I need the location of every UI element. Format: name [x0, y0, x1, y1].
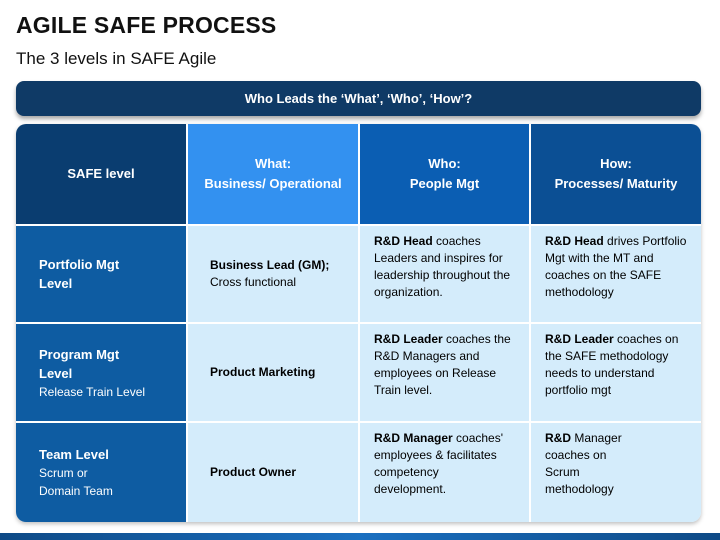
- row-header-title: Portfolio Mgt Level: [39, 257, 120, 291]
- row-header-subtitle: Release Train Level: [39, 384, 146, 399]
- cell-bold-text: R&D: [545, 431, 571, 445]
- cell-bold-text: R&D Head: [545, 234, 604, 248]
- cell-bold-text: Product Owner: [210, 465, 297, 479]
- banner-text: Who Leads the ‘What’, ‘Who’, ‘How’?: [244, 91, 473, 106]
- cell-what-team: Product Owner: [188, 423, 358, 522]
- cell-text: coaches the R&D Managers and employees o…: [374, 332, 511, 397]
- cell-what-program: Product Marketing: [188, 324, 358, 421]
- column-header-how: How: Processes/ Maturity: [531, 124, 701, 224]
- row-header-title: Program Mgt Level: [39, 346, 120, 381]
- column-header-line2: Business/ Operational: [204, 176, 342, 191]
- cell-how-program: R&D Leader coaches on the SAFE methodolo…: [531, 324, 701, 421]
- cell-who-team: R&D Manager coaches' employees & facilit…: [360, 423, 529, 522]
- row-header-program: Program Mgt Level Release Train Level: [16, 324, 186, 421]
- cell-how-portfolio: R&D Head drives Portfolio Mgt with the M…: [531, 226, 701, 322]
- row-header-team: Team Level Scrum or Domain Team: [16, 423, 186, 522]
- cell-text: drives Portfolio Mgt with the MT and coa…: [545, 234, 687, 299]
- slide-subtitle: The 3 levels in SAFE Agile: [16, 49, 217, 68]
- row-header-title: Team Level: [39, 447, 109, 462]
- cell-who-program: R&D Leader coaches the R&D Managers and …: [360, 324, 529, 421]
- column-header-line1: SAFE level: [67, 166, 135, 181]
- row-header-portfolio: Portfolio Mgt Level: [16, 226, 186, 322]
- safe-levels-table: SAFE level What: Business/ Operational W…: [16, 124, 701, 522]
- cell-text: Cross functional: [210, 275, 297, 289]
- column-header-who: Who: People Mgt: [360, 124, 529, 224]
- footer-bar: [0, 533, 720, 540]
- cell-bold-text: R&D Manager: [374, 431, 453, 445]
- question-banner: Who Leads the ‘What’, ‘Who’, ‘How’?: [16, 81, 701, 116]
- column-header-line1: Who:: [428, 156, 461, 171]
- cell-bold-text: Business Lead (GM);: [210, 258, 330, 272]
- cell-how-team: R&D Manager coaches on Scrum methodology: [531, 423, 701, 522]
- cell-text: Manager coaches on Scrum methodology: [545, 431, 622, 496]
- column-header-safe-level: SAFE level: [16, 124, 186, 224]
- column-header-line1: What:: [254, 156, 292, 171]
- row-header-subtitle: Scrum or Domain Team: [39, 466, 113, 498]
- column-header-line2: Processes/ Maturity: [554, 176, 678, 191]
- cell-text: coaches' employees & facilitates compete…: [374, 431, 504, 496]
- column-header-what: What: Business/ Operational: [188, 124, 358, 224]
- cell-what-portfolio: Business Lead (GM); Cross functional: [188, 226, 358, 322]
- cell-text: coaches on the SAFE methodology needs to…: [545, 332, 679, 397]
- cell-who-portfolio: R&D Head coaches Leaders and inspires fo…: [360, 226, 529, 322]
- slide-title: AGILE SAFE PROCESS: [16, 12, 277, 38]
- column-header-line2: People Mgt: [409, 176, 480, 191]
- cell-bold-text: R&D Leader: [545, 332, 614, 346]
- cell-bold-text: R&D Head: [374, 234, 433, 248]
- column-header-line1: How:: [600, 156, 632, 171]
- cell-bold-text: R&D Leader: [374, 332, 443, 346]
- cell-text: coaches Leaders and inspires for leaders…: [374, 234, 511, 299]
- cell-bold-text: Product Marketing: [210, 365, 316, 379]
